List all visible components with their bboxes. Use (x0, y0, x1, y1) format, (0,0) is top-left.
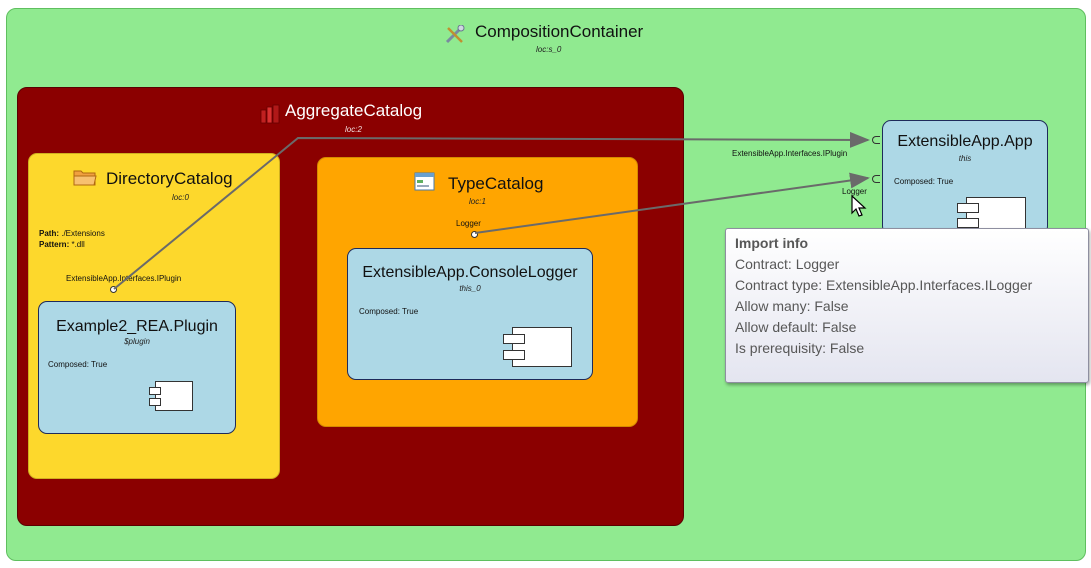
part-app-title-wrap: ExtensibleApp.App (882, 133, 1048, 151)
component-icon (149, 381, 193, 411)
tooltip-row-contract: Contract: Logger (735, 256, 840, 272)
type-catalog-title: TypeCatalog (448, 174, 544, 193)
type-catalog-subtitle: loc:1 (469, 197, 486, 206)
part-app-composed: Composed: True (894, 177, 954, 186)
import-info-tooltip: Import info Contract: Logger Contract ty… (725, 228, 1089, 383)
pattern-property: Pattern: *.dll (39, 240, 85, 249)
tooltip-title: Import info (735, 235, 809, 251)
pattern-value: *.dll (71, 240, 85, 249)
window-icon (414, 172, 436, 192)
part-plugin-title: Example2_REA.Plugin (56, 318, 218, 335)
composition-container-title: CompositionContainer (475, 22, 644, 41)
aggregate-catalog-title: AggregateCatalog (285, 101, 423, 120)
part-console-logger-title: ExtensibleApp.ConsoleLogger (362, 264, 578, 281)
books-icon (259, 104, 281, 124)
part-plugin[interactable] (38, 301, 236, 434)
part-app-subtitle: this (958, 154, 972, 163)
logger-connection-wire (474, 172, 870, 234)
component-icon (503, 327, 572, 367)
path-label: Path: (39, 229, 59, 238)
tooltip-row-is-prerequisity: Is prerequisity: False (735, 340, 865, 356)
part-console-logger-composed: Composed: True (359, 307, 419, 316)
app-import-logger-socket[interactable] (872, 175, 880, 183)
tooltip-row-allow-many: Allow many: False (735, 298, 849, 314)
part-plugin-title-wrap: Example2_REA.Plugin (38, 318, 236, 336)
path-value: ./Extensions (61, 229, 105, 238)
logger-export-label: Logger (456, 219, 481, 228)
app-import-logger-label: Logger (842, 187, 867, 196)
part-app-title: ExtensibleApp.App (897, 133, 1033, 150)
part-plugin-subtitle: $plugin (124, 337, 150, 346)
part-app-subtitle-wrap: this (882, 154, 1048, 163)
part-console-logger-subtitle-wrap: this_0 (347, 284, 593, 293)
tools-icon (444, 24, 466, 45)
app-import-iplugin-label: ExtensibleApp.Interfaces.IPlugin (732, 149, 848, 158)
part-plugin-composed: Composed: True (48, 360, 108, 369)
composition-container-subtitle: loc:s_0 (536, 45, 562, 54)
logger-export-port[interactable] (471, 231, 478, 238)
iplugin-export-label: ExtensibleApp.Interfaces.IPlugin (66, 274, 182, 283)
pattern-label: Pattern: (39, 240, 70, 249)
iplugin-connection-wire (113, 131, 870, 290)
part-console-logger-subtitle: this_0 (459, 284, 481, 293)
tooltip-row-allow-default: Allow default: False (735, 319, 857, 335)
tooltip-row-contract-type: Contract type: ExtensibleApp.Interfaces.… (735, 277, 1033, 293)
path-property: Path: ./Extensions (39, 229, 105, 238)
part-console-logger-title-wrap: ExtensibleApp.ConsoleLogger (347, 264, 593, 282)
part-plugin-subtitle-wrap: $plugin (38, 337, 236, 346)
mouse-pointer-icon (851, 194, 869, 219)
directory-catalog-subtitle: loc:0 (172, 193, 189, 202)
component-icon (957, 197, 1026, 233)
aggregate-catalog-subtitle: loc:2 (345, 125, 362, 134)
app-import-iplugin-socket[interactable] (872, 136, 880, 144)
folder-icon (73, 168, 97, 187)
iplugin-export-port[interactable] (110, 286, 117, 293)
directory-catalog-title: DirectoryCatalog (106, 169, 233, 188)
